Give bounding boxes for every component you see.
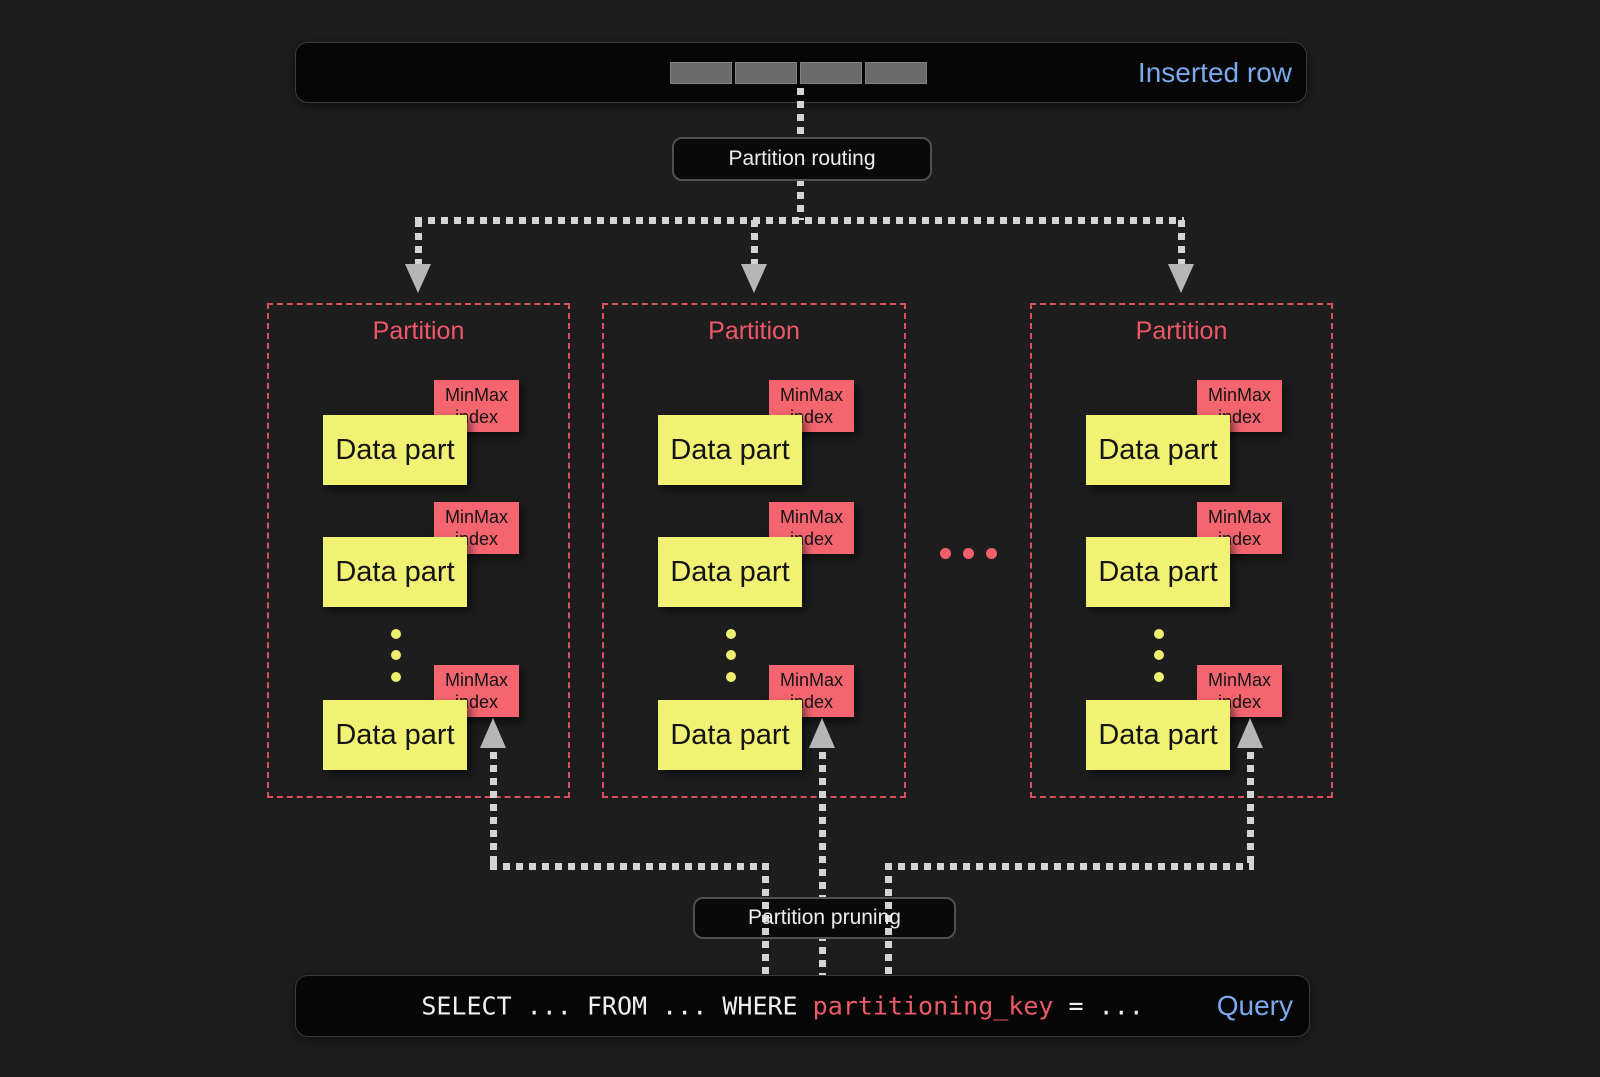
- sql-prefix: SELECT ... FROM ... WHERE: [421, 991, 813, 1021]
- minmax-line1: MinMax: [779, 670, 843, 690]
- pruning-connector-right: [885, 863, 1254, 870]
- data-part: Data part: [1086, 700, 1230, 770]
- data-part: Data part: [658, 415, 802, 485]
- partition-box-3: Partition MinMax index Data part MinMax …: [1030, 303, 1333, 798]
- more-parts-dot: [1154, 629, 1164, 639]
- minmax-line1: MinMax: [779, 507, 843, 527]
- pruning-connector-left: [490, 863, 769, 870]
- pruning-line-middle: [819, 752, 826, 975]
- more-parts-dot: [391, 629, 401, 639]
- ellipsis-dot: [963, 548, 974, 559]
- pruning-line-left-up: [490, 752, 497, 866]
- pruning-stub-right: [885, 863, 892, 975]
- data-part: Data part: [323, 537, 467, 607]
- minmax-line1: MinMax: [444, 670, 508, 690]
- distribution-line: [415, 217, 1184, 224]
- more-parts-dot: [1154, 672, 1164, 682]
- up-arrow-icon: [480, 718, 506, 748]
- query-bar: SELECT ... FROM ... WHERE partitioning_k…: [295, 975, 1310, 1037]
- minmax-line1: MinMax: [444, 507, 508, 527]
- inserted-row-segments: [670, 62, 927, 84]
- branch-line-1: [415, 220, 422, 265]
- data-part: Data part: [323, 700, 467, 770]
- more-parts-dot: [726, 629, 736, 639]
- partition-routing-pill: Partition routing: [672, 137, 932, 181]
- pruning-line-right-up: [1247, 752, 1254, 866]
- minmax-line1: MinMax: [1207, 385, 1271, 405]
- minmax-index-tag: MinMax index: [1197, 380, 1282, 432]
- minmax-line1: MinMax: [779, 385, 843, 405]
- data-part: Data part: [1086, 415, 1230, 485]
- minmax-line1: MinMax: [1207, 670, 1271, 690]
- more-parts-dot: [726, 672, 736, 682]
- data-part: Data part: [658, 700, 802, 770]
- partition-title: Partition: [372, 317, 465, 345]
- data-part: Data part: [323, 415, 467, 485]
- data-part: Data part: [658, 537, 802, 607]
- more-parts-dot: [1154, 650, 1164, 660]
- sql-suffix: = ...: [1053, 991, 1144, 1021]
- more-parts-dot: [391, 672, 401, 682]
- down-arrow-icon: [1168, 264, 1194, 293]
- inserted-row-label: Inserted row: [1137, 56, 1292, 88]
- row-segment: [865, 62, 927, 84]
- up-arrow-icon: [1237, 718, 1263, 748]
- partitions-ellipsis-dots: [940, 548, 997, 559]
- branch-line-3: [1178, 220, 1185, 265]
- ellipsis-dot: [940, 548, 951, 559]
- sql-partitioning-key: partitioning_key: [812, 991, 1054, 1021]
- row-segment: [800, 62, 862, 84]
- sql-text: SELECT ... FROM ... WHERE partitioning_k…: [331, 963, 1144, 1050]
- partition-pruning-label: Partition pruning: [748, 906, 901, 929]
- data-part: Data part: [1086, 537, 1230, 607]
- minmax-line1: MinMax: [444, 385, 508, 405]
- minmax-index-tag: MinMax index: [434, 380, 519, 432]
- more-parts-dot: [726, 650, 736, 660]
- down-arrow-icon: [741, 264, 767, 293]
- partition-title: Partition: [1135, 317, 1228, 345]
- query-label: Query: [1216, 990, 1293, 1021]
- branch-line-2: [751, 220, 758, 265]
- down-arrow-icon: [405, 264, 431, 293]
- row-segment: [670, 62, 732, 84]
- ellipsis-dot: [986, 548, 997, 559]
- more-parts-dot: [391, 650, 401, 660]
- minmax-line1: MinMax: [1207, 507, 1271, 527]
- up-arrow-icon: [809, 718, 835, 748]
- partition-routing-label: Partition routing: [728, 147, 876, 170]
- partition-box-1: Partition MinMax index Data part MinMax …: [267, 303, 570, 798]
- pruning-stub-left: [762, 863, 769, 975]
- partition-box-2: Partition MinMax index Data part MinMax …: [602, 303, 906, 798]
- row-segment: [735, 62, 797, 84]
- partition-pruning-pill: Partition pruning: [693, 897, 956, 939]
- partition-title: Partition: [708, 317, 800, 345]
